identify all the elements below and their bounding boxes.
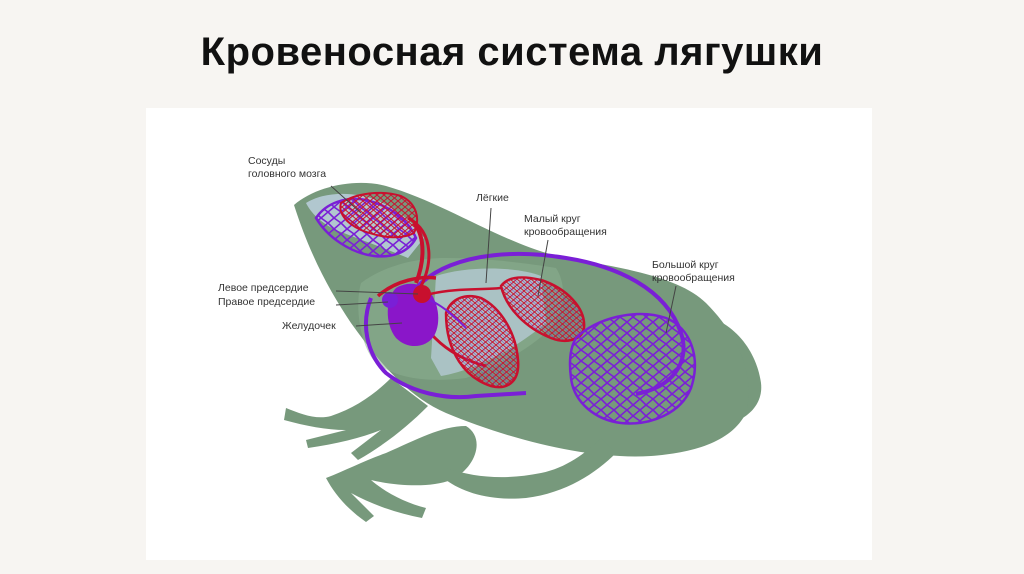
label-small-circle-line1: Малый круг [524,213,581,225]
labels: Сосуды головного мозга Лёгкие Малый круг… [218,155,735,332]
lungs [429,276,586,389]
heart [382,283,439,347]
frog-circulation-diagram: Сосуды головного мозга Лёгкие Малый круг… [218,155,762,522]
brain-vessels [314,191,431,287]
label-lungs: Лёгкие [476,192,509,204]
label-right-atrium: Правое предсердие [218,296,315,308]
label-brain-vessels-line1: Сосуды [248,155,285,167]
label-large-circle-line1: Большой круг [652,259,719,271]
slide-title: Кровеносная система лягушки [200,30,824,74]
label-large-circle-line2: кровообращения [652,272,735,284]
systemic-capillaries [568,312,696,425]
label-ventricle: Желудочек [282,320,336,332]
left-atrium-shape [413,285,431,303]
label-left-atrium: Левое предсердие [218,282,309,294]
diagram-panel: Сосуды головного мозга Лёгкие Малый круг… [146,108,872,560]
right-atrium-shape [382,292,398,308]
label-small-circle-line2: кровообращения [524,226,607,238]
leader-lines [330,185,677,334]
label-brain-vessels-line2: головного мозга [248,168,326,180]
